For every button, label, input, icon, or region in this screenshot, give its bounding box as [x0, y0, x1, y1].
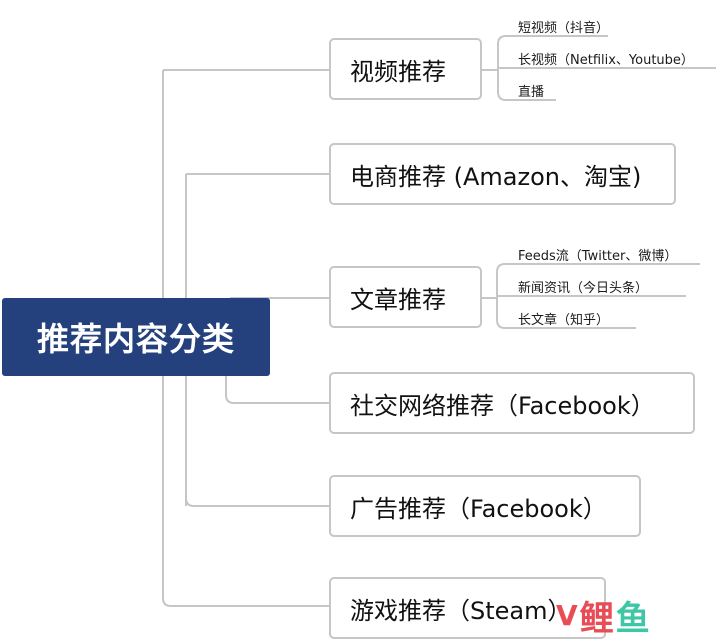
watermark-mark: V [556, 599, 578, 632]
leaf-long-article[interactable]: 长文章（知乎） [518, 313, 610, 328]
video-child-spine [497, 35, 716, 101]
leaf-long-video[interactable]: 长视频（Netfilix、Youtube） [518, 53, 694, 68]
root-label: 推荐内容分类 [36, 320, 235, 358]
branch-ads-label: 广告推荐（Facebook） [350, 494, 607, 523]
watermark-logo: V 鲤 鱼 [556, 590, 720, 641]
branch-article-label: 文章推荐 [350, 285, 446, 314]
branch-ads[interactable]: 广告推荐（Facebook） [329, 475, 641, 537]
leaf-news[interactable]: 新闻资讯（今日头条） [518, 281, 649, 296]
branch-article[interactable]: 文章推荐 [329, 266, 482, 328]
leaf-short-video[interactable]: 短视频（抖音） [518, 21, 610, 36]
leaf-feeds[interactable]: Feeds流（Twitter、微博） [518, 249, 678, 264]
branch-game[interactable]: 游戏推荐（Steam） [329, 577, 606, 639]
leaf-live[interactable]: 直播 [518, 85, 545, 100]
ads-connector [185, 497, 330, 507]
social-connector [225, 376, 330, 404]
article-child-spine [496, 263, 700, 329]
branch-game-label: 游戏推荐（Steam） [350, 596, 572, 625]
watermark-text-2: 鱼 [615, 599, 650, 639]
branch-ecommerce-label: 电商推荐 (Amazon、淘宝) [350, 162, 642, 191]
branch-social[interactable]: 社交网络推荐（Facebook） [329, 372, 695, 434]
trunk-bottom-connector [162, 597, 330, 607]
branch-social-label: 社交网络推荐（Facebook） [350, 391, 655, 420]
watermark-text-1: 鲤 [579, 599, 614, 639]
branch-video-label: 视频推荐 [350, 57, 446, 86]
branch-ecommerce[interactable]: 电商推荐 (Amazon、淘宝) [329, 143, 676, 205]
root-node[interactable]: 推荐内容分类 [2, 298, 270, 376]
branch-video[interactable]: 视频推荐 [329, 38, 482, 100]
